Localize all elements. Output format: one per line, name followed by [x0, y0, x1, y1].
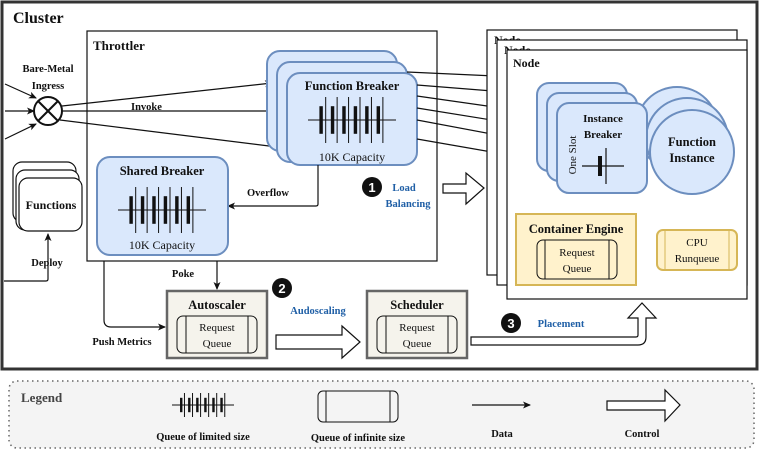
container-queue-label-2: Queue: [563, 263, 592, 275]
legend-infinite-queue-icon: [317, 390, 399, 423]
scheduler-queue-label-2: Queue: [403, 338, 432, 350]
queue-slot: [220, 397, 223, 413]
step-1-badge: [362, 177, 382, 197]
step-2-number: 2: [278, 281, 285, 296]
step-3-badge: [501, 313, 521, 333]
container-engine-title: Container Engine: [529, 222, 624, 236]
shared-breaker-title: Shared Breaker: [120, 164, 205, 178]
step-1-label: Load: [392, 183, 416, 194]
queue-slot: [330, 106, 335, 134]
queue-slot: [140, 196, 145, 224]
cluster-title: Cluster: [13, 10, 64, 27]
function-breaker-capacity: 10K Capacity: [319, 150, 385, 164]
scheduler: Scheduler Request Queue: [365, 289, 469, 360]
queue-slot: [353, 106, 358, 134]
functions-label: Functions: [26, 198, 77, 212]
cpu-runqueue: CPU Runqueue: [656, 229, 738, 271]
queue-slot: [365, 106, 369, 134]
legend-control-arrow: [606, 388, 681, 423]
queue-slot: [342, 106, 346, 134]
placement-control-arrow: [470, 302, 658, 346]
limited-queue-icon: [118, 187, 206, 233]
function-breaker-title: Function Breaker: [305, 79, 400, 93]
legend-limited-queue-icon: [172, 393, 234, 417]
scheduler-queue-label: Request: [399, 322, 434, 334]
scheduler-title: Scheduler: [390, 298, 444, 312]
functions-stack: Functions: [12, 161, 83, 232]
instance-breaker: [556, 102, 648, 194]
shared-breaker-capacity: 10K Capacity: [129, 238, 195, 252]
step-1-number: 1: [368, 180, 375, 195]
legend-infinite-queue-label: Queue of infinite size: [311, 433, 406, 444]
step-3-number: 3: [507, 316, 514, 331]
autoscaler-queue-label: Request: [199, 322, 234, 334]
legend-limited-queue-label: Queue of limited size: [156, 432, 250, 443]
function-instance-label-2: Instance: [669, 151, 715, 165]
throttler-title: Throttler: [93, 38, 145, 53]
load-balancing-control-arrow: [442, 171, 485, 206]
container-engine: Container Engine Request Queue: [515, 213, 637, 286]
queue-slot: [376, 106, 381, 134]
instance-breaker-title: Instance: [583, 113, 623, 125]
poke-label: Poke: [172, 269, 195, 280]
node-title: Node: [513, 56, 540, 70]
queue-slot: [204, 397, 207, 413]
deploy-label: Deploy: [31, 258, 63, 269]
queue-slot: [180, 397, 183, 413]
legend: Legend Queue of limited size Queue of in…: [8, 380, 755, 449]
legend-data-label: Data: [491, 429, 513, 440]
function-instance-label: Function: [668, 135, 716, 149]
legend-title: Legend: [21, 390, 63, 405]
autoscaler-title: Autoscaler: [188, 298, 246, 312]
instance-breaker-stack: Instance Breaker One Slot: [536, 82, 648, 194]
limited-queue-icon: [308, 97, 396, 143]
autoscaling-control-arrow: [275, 324, 361, 360]
one-slot-label: One Slot: [567, 136, 579, 175]
queue-slot: [186, 196, 191, 224]
queue-slot: [196, 397, 199, 413]
autoscaler-queue-label-2: Queue: [203, 338, 232, 350]
function-instance: [649, 109, 735, 195]
function-breaker-stack: Function Breaker 10K Capacity: [266, 50, 418, 166]
queue-slot: [129, 196, 133, 224]
queue-slot: [188, 397, 191, 413]
bare-metal-ingress: Bare-Metal Ingress: [4, 64, 74, 140]
push-metrics-label: Push Metrics: [92, 337, 151, 348]
step-1-label-2: Balancing: [386, 199, 432, 210]
queue-slot: [152, 196, 156, 224]
invoke-label: Invoke: [131, 102, 162, 113]
cpu-runqueue-label-2: Runqueue: [675, 253, 720, 265]
cpu-runqueue-label: CPU: [686, 237, 707, 249]
container-queue-label: Request: [559, 247, 594, 259]
queue-slot: [163, 196, 168, 224]
function-instance-stack: Function Instance: [635, 86, 735, 195]
legend-control-label: Control: [625, 429, 660, 440]
ingress-label-2: Ingress: [32, 81, 64, 92]
autoscaler: Autoscaler Request Queue: [165, 289, 269, 360]
queue-slot: [319, 106, 323, 134]
step-2-label: Audoscaling: [290, 306, 346, 317]
step-3-label: Placement: [538, 319, 585, 330]
instance-breaker-title-2: Breaker: [584, 129, 622, 141]
function-breaker: [286, 72, 418, 166]
queue-slot: [175, 196, 179, 224]
ingress-label: Bare-Metal: [22, 64, 73, 75]
shared-breaker: Shared Breaker 10K Capacity: [96, 156, 229, 256]
overflow-label: Overflow: [247, 188, 289, 199]
queue-slot: [212, 397, 215, 413]
one-slot-queue-icon: [582, 148, 624, 184]
step-2-badge: [272, 278, 292, 298]
